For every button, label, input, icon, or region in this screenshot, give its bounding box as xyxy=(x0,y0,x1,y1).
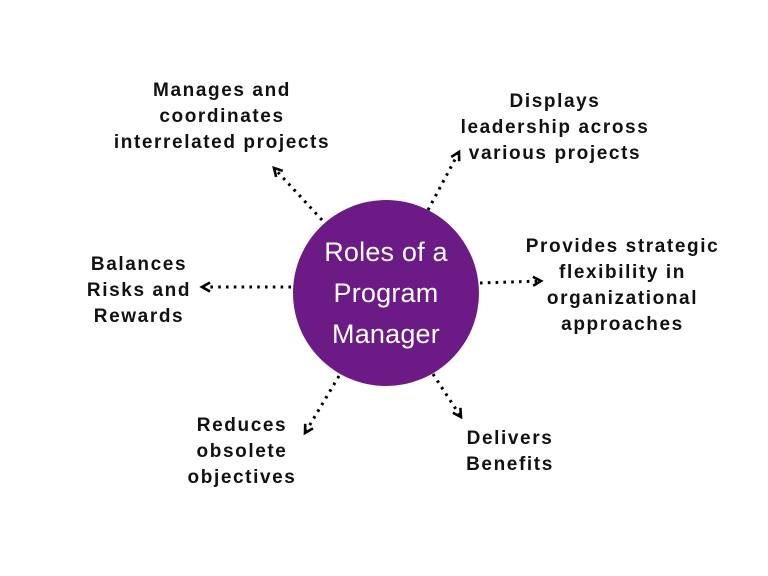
arrow-right xyxy=(479,275,544,287)
role-label-manages-projects: Manages and coordinates interrelated pro… xyxy=(113,80,331,153)
role-label-displays-leadership: Displays leadership across various proje… xyxy=(460,91,650,164)
center-node: Roles of a Program Manager xyxy=(293,200,479,386)
arrow-top-right xyxy=(426,149,461,211)
role-label-strategic-flexibility: Provides strategic flexibility in organi… xyxy=(525,236,720,335)
role-label-reduces-objectives: Reduces obsolete objectives xyxy=(187,415,297,488)
arrow-top-left xyxy=(272,166,324,222)
arrow-bottom-left xyxy=(303,375,341,436)
arrow-bottom-right xyxy=(431,373,463,420)
role-label-delivers-benefits: Delivers Benefits xyxy=(466,428,554,475)
role-label-balances-risks: Balances Risks and Rewards xyxy=(86,254,192,327)
